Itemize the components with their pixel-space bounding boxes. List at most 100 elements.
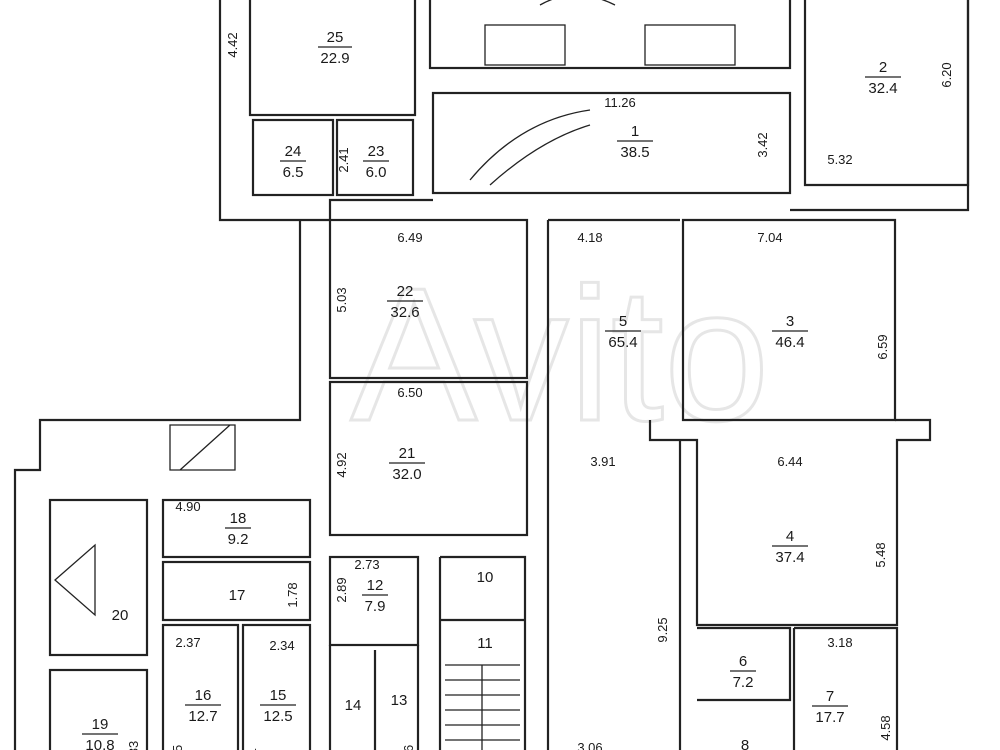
room-label: 19 [92, 716, 109, 733]
room-label: 10.8 [85, 737, 114, 750]
room-6: 67.2 [730, 653, 756, 691]
room-label: 15 [270, 687, 287, 704]
dimension-label: 4.18 [577, 230, 602, 245]
dimension-label: 2.89 [334, 577, 349, 602]
dimension-label: 5.32 [827, 152, 852, 167]
room-label: 7 [826, 688, 834, 705]
dimension-label: 11.26 [604, 95, 636, 110]
plan-line [469, 109, 591, 186]
room-label: 25 [327, 29, 344, 46]
dimension-label: 5.48 [873, 542, 888, 567]
plan-line [54, 543, 96, 617]
dimension-label: 4.90 [175, 499, 200, 514]
room-label: 22 [397, 283, 414, 300]
plan-line [13, 220, 302, 750]
room-label: 17.7 [815, 709, 844, 726]
room-label: 21 [399, 445, 416, 462]
plan-line [484, 24, 566, 66]
plan-line [48, 668, 149, 750]
room-label: 46.4 [775, 334, 804, 351]
plan-line [697, 626, 899, 750]
room-23: 236.0 [363, 143, 389, 181]
plan-line [161, 498, 312, 559]
room-15: 15 12.5 [260, 687, 296, 725]
dimension-label: 7.04 [757, 230, 782, 245]
room-label: 9.2 [228, 531, 249, 548]
room-label: 23 [368, 143, 385, 160]
plan-line [644, 24, 736, 66]
room-label: 4 [786, 528, 794, 545]
dimension-label: 96 [401, 745, 416, 750]
room-13: 13 [391, 692, 408, 709]
dimension-label: 9.25 [655, 617, 670, 642]
dimension-label: 2.37 [175, 635, 200, 650]
plan-line [328, 380, 529, 537]
dimension-label: 3.42 [755, 132, 770, 157]
plan-line [328, 218, 529, 380]
room-18: 189.2 [225, 510, 251, 548]
room-label: 6 [739, 653, 747, 670]
plan-line [328, 645, 420, 750]
room-4: 437.4 [772, 528, 808, 566]
room-3: 346.4 [772, 313, 808, 351]
room-label: 32.4 [868, 80, 897, 97]
dimension-label: 4.42 [225, 32, 240, 57]
watermark: Avito [351, 249, 770, 461]
plan-line [248, 0, 417, 117]
walls [13, 0, 970, 750]
room-11: 11 [477, 635, 493, 652]
room-1: 138.5 [617, 123, 653, 161]
room-label: 5 [619, 313, 627, 330]
plan-line [169, 424, 236, 471]
dimension-label: 3.06 [577, 740, 602, 750]
plan-line [431, 91, 792, 195]
plan-line [539, 0, 616, 6]
room-label: 2 [879, 59, 887, 76]
plan-line [328, 555, 420, 647]
room-label: 7.2 [733, 674, 754, 691]
plan-line [428, 0, 792, 70]
dimension-label: 83 [126, 741, 141, 750]
dimension-labels: 4.42 2.41 11.26 3.42 6.20 5.32 6.49 5.03… [126, 32, 954, 750]
plan-line [251, 118, 335, 197]
plan-line [161, 560, 312, 622]
room-24: 246.5 [280, 143, 306, 181]
room-label: 32.0 [392, 466, 421, 483]
plan-line [438, 555, 527, 750]
room-label: 7.9 [365, 598, 386, 615]
room-25: 25 22.9 [318, 29, 352, 67]
dimension-label: 2.73 [354, 557, 379, 572]
plan-line [445, 664, 520, 750]
dimension-label: 6.49 [397, 230, 422, 245]
plan-line [48, 498, 149, 657]
room-17: 17 [229, 587, 246, 604]
dimension-label: 4 [246, 748, 261, 750]
room-10: 10 [477, 569, 494, 586]
room-label: 12 [367, 577, 384, 594]
room-12: 127.9 [362, 577, 388, 615]
dimension-label: 6.44 [777, 454, 802, 469]
dimension-label: 4.58 [878, 715, 893, 740]
dimension-label: 3.91 [590, 454, 615, 469]
dimension-label: 6.50 [397, 385, 422, 400]
room-label: 1 [631, 123, 639, 140]
plan-line [648, 418, 932, 627]
room-7: 717.7 [812, 688, 848, 726]
dimension-label: 2.34 [269, 638, 294, 653]
room-label: 12.5 [263, 708, 292, 725]
dimension-label: 1.78 [285, 582, 300, 607]
room-14: 14 [345, 697, 362, 714]
room-label: 65.4 [608, 334, 637, 351]
room-label: 16 [195, 687, 212, 704]
plan-line [161, 623, 240, 750]
room-label: 6.5 [283, 164, 304, 181]
room-label: 22.9 [320, 50, 349, 67]
room-2: 232.4 [865, 59, 901, 97]
room-label: 24 [285, 143, 302, 160]
room-5: 565.4 [605, 313, 641, 351]
dimension-label: 5.03 [334, 287, 349, 312]
room-label: 37.4 [775, 549, 804, 566]
